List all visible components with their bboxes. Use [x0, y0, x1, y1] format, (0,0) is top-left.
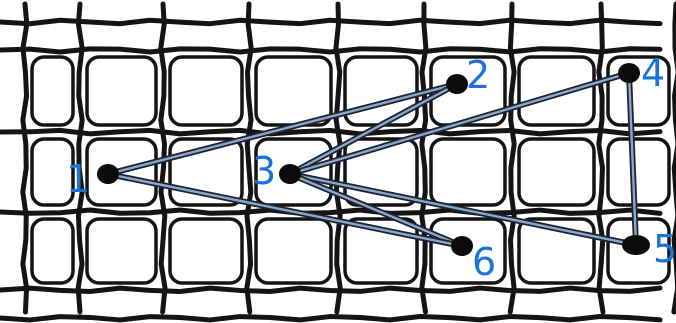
stitch-hole-2	[446, 74, 468, 94]
grid-horizontal-line	[0, 316, 660, 319]
mesh-square	[87, 219, 156, 283]
point-label-5: 5	[653, 227, 676, 271]
point-label-2: 2	[466, 53, 490, 97]
grid-horizontal-line	[0, 210, 660, 213]
stitch-hole-5	[622, 235, 650, 255]
stitch-hole-1	[97, 164, 119, 184]
mesh-square	[87, 57, 156, 125]
grid-horizontal-line	[0, 288, 660, 291]
mesh-square	[519, 139, 594, 205]
stitch-hole-6	[451, 236, 473, 256]
mesh-square	[256, 57, 331, 125]
grid-horizontal-line	[0, 130, 660, 134]
stitch-hole-4	[618, 63, 640, 83]
stitch-hole-3	[279, 164, 301, 184]
grid-horizontal-line	[0, 20, 660, 24]
point-label-3: 3	[252, 149, 276, 193]
mesh-square	[256, 219, 331, 283]
mesh-square	[32, 57, 73, 125]
mesh-square	[431, 139, 505, 205]
mesh-square	[170, 57, 242, 125]
mesh-square	[32, 219, 73, 283]
mesh-square	[345, 57, 417, 125]
mesh-square	[170, 219, 242, 283]
point-label-4: 4	[641, 51, 665, 95]
grid-horizontal-line	[0, 49, 660, 52]
point-label-1: 1	[66, 157, 90, 201]
point-label-6: 6	[472, 240, 496, 284]
mesh-square	[519, 57, 594, 125]
mesh-square	[608, 139, 669, 205]
